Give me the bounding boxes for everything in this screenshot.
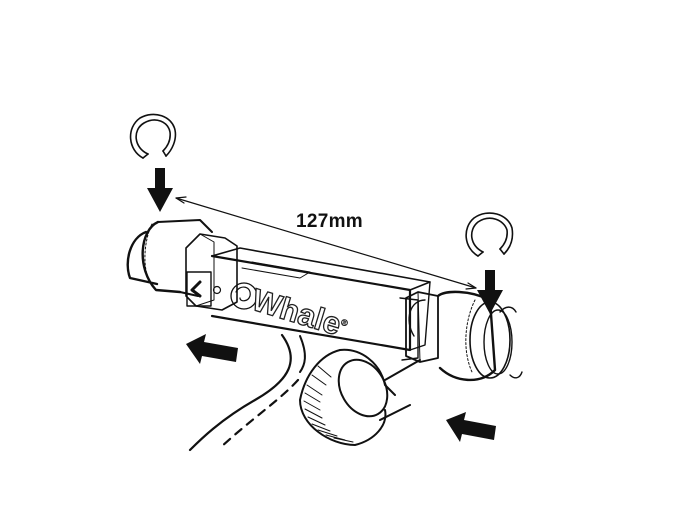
knurled-cap: [300, 350, 420, 445]
clip-left: [131, 114, 176, 158]
dimension-line: [176, 197, 476, 289]
arrow-down-left-icon: [147, 168, 173, 212]
hose: [190, 335, 305, 450]
dimension-label: 127mm: [296, 211, 363, 232]
clip-right: [466, 213, 512, 256]
filter-body: [128, 220, 522, 380]
arrow-down-right-icon: [477, 270, 503, 314]
knurl-lines: [304, 366, 353, 442]
arrow-flow-out-icon: [186, 334, 238, 364]
arrow-flow-in-icon: [446, 412, 496, 442]
